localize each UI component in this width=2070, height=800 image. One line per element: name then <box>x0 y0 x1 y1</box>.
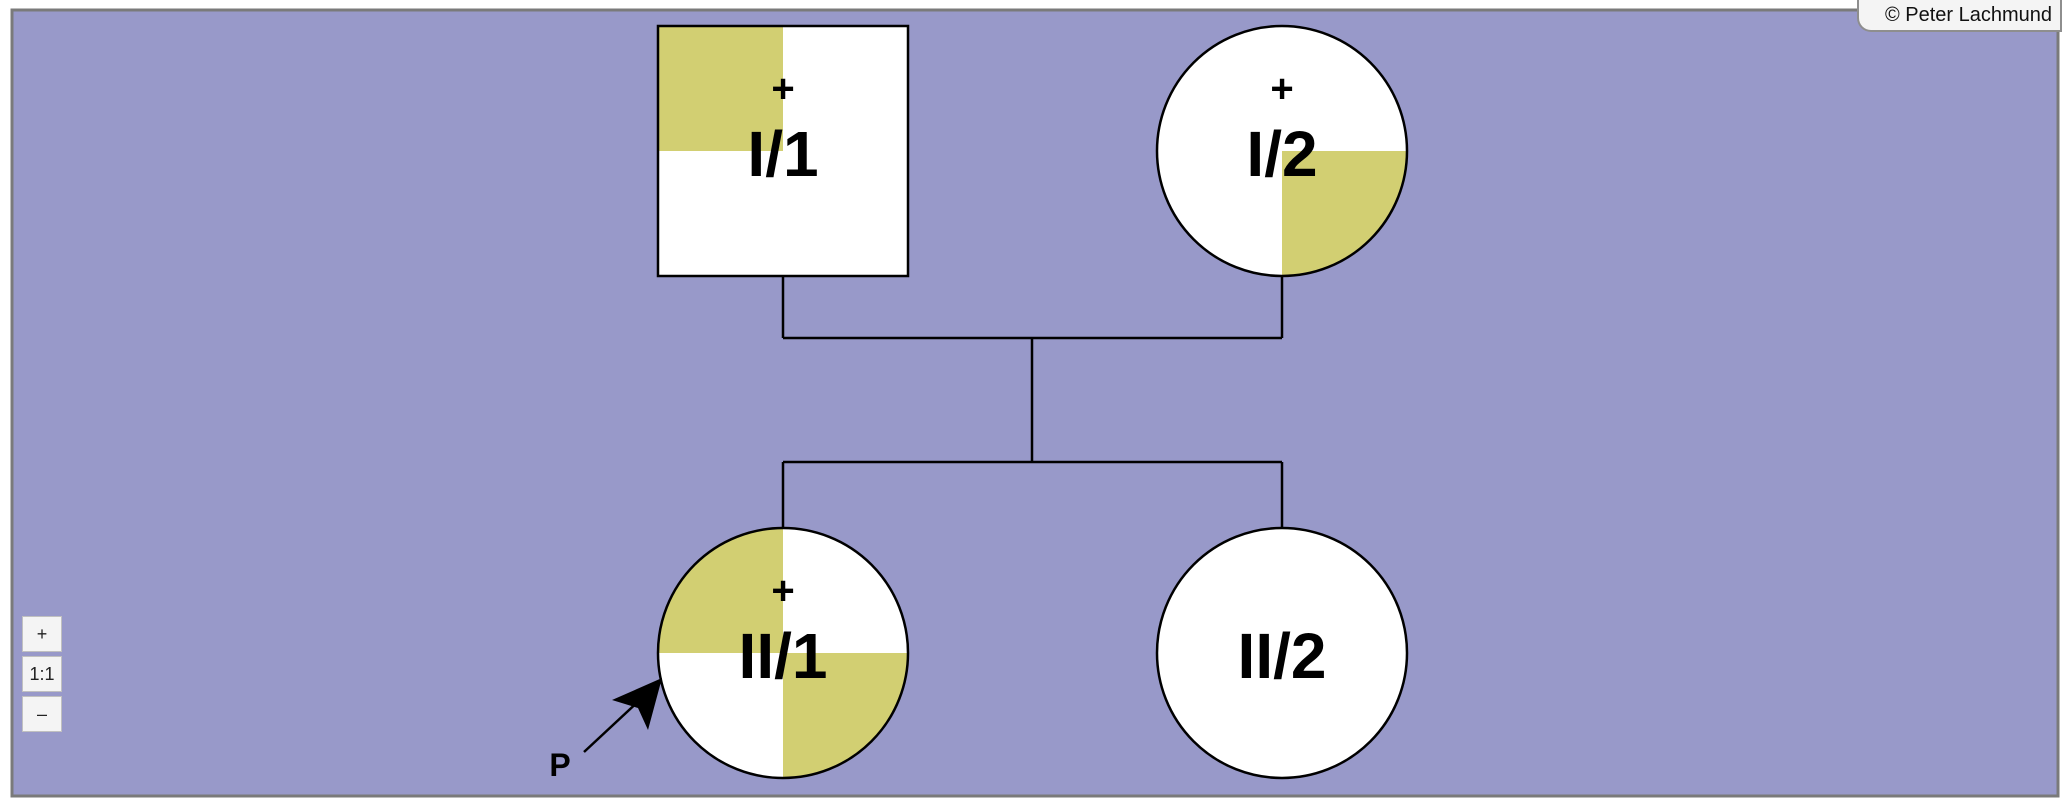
node-II-2[interactable]: II/2 <box>1155 526 1409 780</box>
node-II-1[interactable]: + II/1 <box>656 526 910 780</box>
node-II-1-outline <box>656 526 910 780</box>
canvas-background <box>10 8 2060 798</box>
proband-arrow-head <box>612 678 662 730</box>
node-I-1-outline <box>656 24 910 278</box>
node-II-2-outline <box>1155 526 1409 780</box>
proband-arrow <box>583 678 662 753</box>
node-II-1-shaded-top-left <box>658 528 783 653</box>
node-II-2-label: II/2 <box>1238 620 1327 692</box>
zoom-out-button[interactable]: – <box>22 696 62 732</box>
proband-label: P <box>549 747 570 783</box>
node-I-1[interactable]: + I/1 <box>656 24 910 278</box>
node-I-2-shaded-bottom-right <box>1282 151 1407 276</box>
zoom-in-button[interactable]: + <box>22 616 62 652</box>
zoom-reset-button[interactable]: 1:1 <box>22 656 62 692</box>
node-I-1-label: I/1 <box>747 118 818 190</box>
node-I-1-shaded-top-left <box>658 26 783 151</box>
node-II-1-label: II/1 <box>739 620 828 692</box>
node-I-2[interactable]: + I/2 <box>1155 24 1409 278</box>
connector-lines <box>781 276 1284 528</box>
proband-arrow-shaft <box>583 697 643 753</box>
node-II-1-shaded-bottom-right <box>783 653 908 778</box>
node-I-2-deceased-marker: + <box>1270 67 1293 111</box>
node-I-1-deceased-marker: + <box>771 67 794 111</box>
node-I-2-outline <box>1155 24 1409 278</box>
copyright-notice: © Peter Lachmund <box>1856 0 2062 32</box>
node-I-2-label: I/2 <box>1246 118 1317 190</box>
node-II-1-deceased-marker: + <box>771 569 794 613</box>
